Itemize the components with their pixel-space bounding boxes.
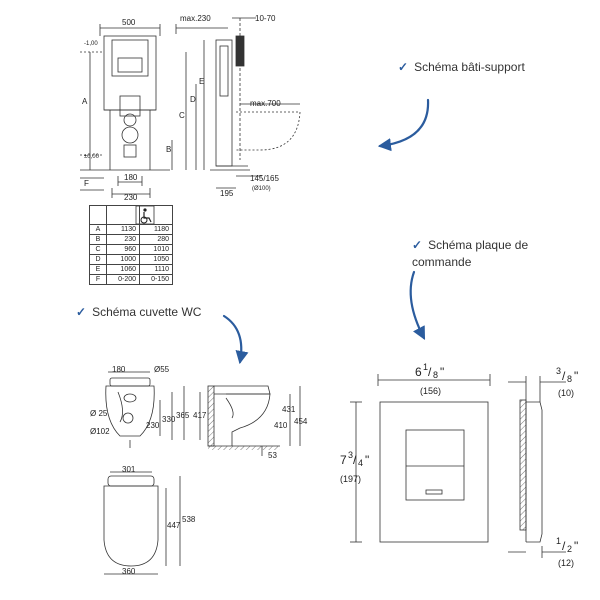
bowl-dim-d102: Ø102 bbox=[90, 427, 110, 436]
dim-label-b: B bbox=[166, 145, 171, 154]
dim-label-e: E bbox=[199, 77, 204, 86]
bowl-dim-230: 230 bbox=[146, 421, 160, 430]
svg-text:": " bbox=[574, 369, 578, 383]
plate-top-den: 8 bbox=[567, 374, 572, 384]
svg-text:/: / bbox=[562, 539, 566, 553]
frame-front-view bbox=[80, 24, 170, 198]
plate-height-num: 3 bbox=[348, 450, 353, 460]
dim-label-c: C bbox=[179, 111, 185, 120]
dim-145-165: 145/165 bbox=[250, 174, 279, 183]
plate-bot-mm: (12) bbox=[558, 558, 574, 568]
bowl-dim-360: 360 bbox=[122, 567, 136, 576]
dim-d100: (Ø100) bbox=[252, 186, 271, 192]
checkmark-icon: ✓ bbox=[76, 305, 87, 319]
dim-w230: 230 bbox=[124, 193, 138, 202]
plate-bot-num: 1 bbox=[556, 536, 561, 546]
dim-minus-100: -1,00 bbox=[84, 41, 98, 47]
bowl-dim-454: 454 bbox=[294, 417, 308, 426]
plate-height-whole: 7 bbox=[340, 453, 347, 467]
svg-text:": " bbox=[365, 453, 369, 467]
checkmark-icon: ✓ bbox=[412, 238, 423, 252]
frame-side-view bbox=[171, 17, 301, 189]
plate-height-mm: (197) bbox=[340, 474, 361, 484]
flush-plate-front bbox=[350, 374, 491, 543]
bowl-dim-d55: Ø55 bbox=[154, 365, 170, 374]
dim-label-a: A bbox=[82, 97, 88, 106]
caption-cuvette-wc: ✓Schéma cuvette WC bbox=[76, 305, 202, 319]
bowl-front-view bbox=[105, 371, 185, 448]
plate-width-mm: (156) bbox=[420, 386, 441, 396]
bowl-dim-431: 431 bbox=[282, 405, 296, 414]
bowl-dim-301: 301 bbox=[122, 465, 136, 474]
plate-top-num: 3 bbox=[556, 366, 561, 376]
dim-plus-000: ±0,00 bbox=[84, 154, 100, 160]
arrow-to-frame bbox=[377, 98, 430, 152]
plate-top-mm: (10) bbox=[558, 388, 574, 398]
spec-header-row bbox=[89, 205, 173, 225]
svg-text:/: / bbox=[353, 453, 357, 467]
bowl-dim-d25: Ø 25 bbox=[90, 409, 108, 418]
dim-10-70: 10-70 bbox=[255, 14, 276, 23]
plate-width-whole: 6 bbox=[415, 365, 422, 379]
caption-plaque-commande: ✓Schéma plaque de commande bbox=[412, 238, 529, 269]
bowl-top-view bbox=[103, 471, 181, 575]
svg-text:/: / bbox=[562, 369, 566, 383]
svg-text:/: / bbox=[428, 365, 432, 379]
bowl-dim-365: 365 bbox=[176, 411, 190, 420]
dim-max-700: max.700 bbox=[250, 99, 281, 108]
bowl-dim-330: 330 bbox=[162, 415, 176, 424]
bowl-dim-53: 53 bbox=[268, 451, 277, 460]
dim-d195: 195 bbox=[220, 189, 234, 198]
dim-top-width: 500 bbox=[122, 18, 136, 27]
dim-max-230: max.230 bbox=[180, 14, 211, 23]
bowl-dim-410: 410 bbox=[274, 421, 288, 430]
dim-w180: 180 bbox=[124, 173, 138, 182]
dim-label-d: D bbox=[190, 95, 196, 104]
svg-text:": " bbox=[574, 539, 578, 553]
bowl-side-view bbox=[199, 385, 301, 456]
bowl-dim-538: 538 bbox=[182, 515, 196, 524]
arrow-to-bowl bbox=[222, 314, 249, 365]
plate-width-den: 8 bbox=[433, 370, 438, 380]
plate-bot-den: 2 bbox=[567, 544, 572, 554]
plate-width-num: 1 bbox=[423, 362, 428, 372]
caption-bati-support: ✓Schéma bâti-support bbox=[398, 60, 525, 74]
plate-height-den: 4 bbox=[358, 458, 363, 468]
checkmark-icon: ✓ bbox=[398, 60, 409, 74]
svg-text:": " bbox=[440, 365, 444, 379]
bowl-dim-180: 180 bbox=[112, 365, 126, 374]
dim-label-f: F bbox=[84, 179, 89, 188]
arrow-to-plate bbox=[409, 270, 426, 340]
bowl-dim-417: 417 bbox=[193, 411, 207, 420]
bowl-dim-447: 447 bbox=[167, 521, 181, 530]
flush-plate-side bbox=[508, 376, 566, 558]
